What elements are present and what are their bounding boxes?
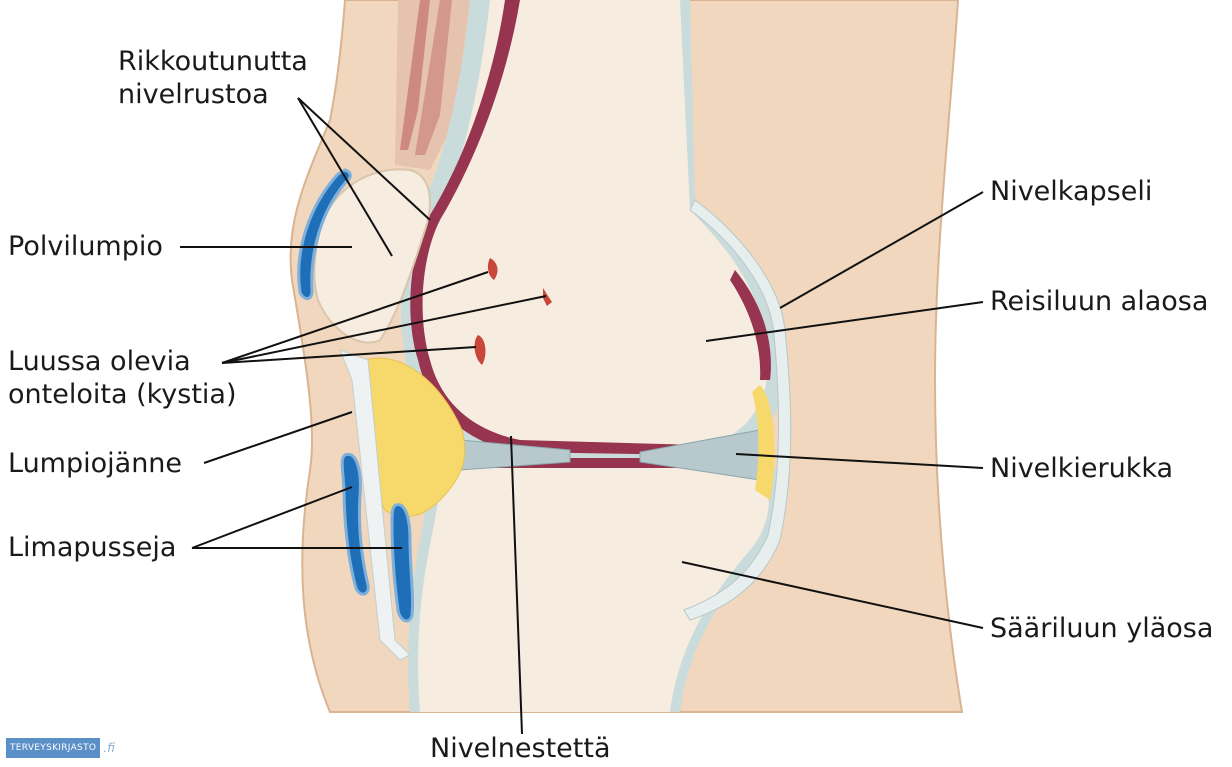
label-kneecap: Polvilumpio — [8, 230, 163, 263]
label-damaged-cartilage-line1: Rikkoutunutta — [118, 45, 308, 78]
label-patellar-tendon: Lumpiojänne — [8, 447, 182, 480]
terveyskirjasto-logo: TERVEYSKIRJASTO .fi — [6, 738, 115, 758]
label-cysts-line1: Luussa olevia — [8, 345, 191, 378]
label-damaged-cartilage-line2: nivelrustoa — [118, 78, 269, 111]
label-meniscus: Nivelkierukka — [990, 452, 1173, 485]
label-femur-lower: Reisiluun alaosa — [990, 285, 1208, 318]
logo-tld: .fi — [103, 741, 115, 755]
label-bursae: Limapusseja — [8, 531, 176, 564]
label-cysts-line2: onteloita (kystia) — [8, 378, 237, 411]
logo-name: TERVEYSKIRJASTO — [6, 738, 100, 758]
label-joint-capsule: Nivelkapseli — [990, 175, 1152, 208]
label-tibia-upper: Sääriluun yläosa — [990, 612, 1213, 645]
label-synovial-fluid: Nivelnestettä — [430, 732, 611, 765]
